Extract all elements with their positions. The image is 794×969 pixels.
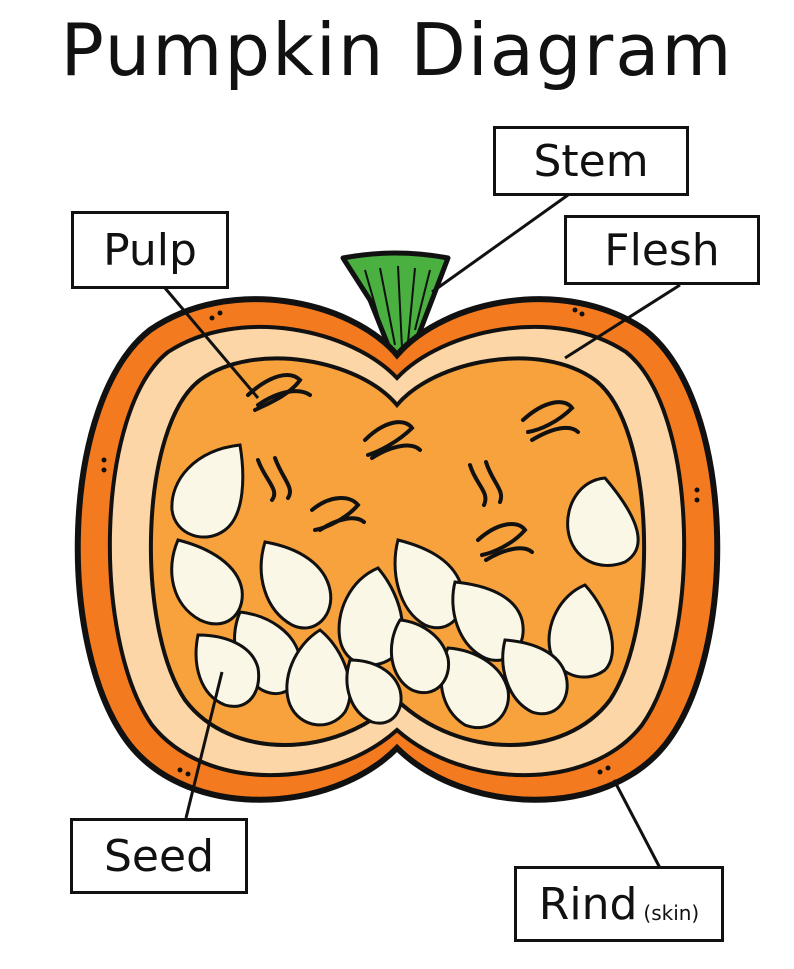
leader-lines xyxy=(163,193,681,869)
pulp-label: Pulp xyxy=(71,211,229,289)
stem-label-text: Stem xyxy=(533,135,649,187)
rind-label-text: Rind xyxy=(538,878,638,930)
flesh-label-text: Flesh xyxy=(604,224,720,276)
seeds xyxy=(170,443,640,730)
pulp-label-text: Pulp xyxy=(103,224,197,276)
rind-label: Rind (skin) xyxy=(514,866,724,942)
rind-leader xyxy=(612,779,662,869)
flesh-label: Flesh xyxy=(564,215,760,285)
stem-leader xyxy=(431,193,569,294)
pulp-leader xyxy=(163,287,260,399)
seed-label-text: Seed xyxy=(104,830,214,882)
stem-ridges xyxy=(364,265,431,349)
seed-leader xyxy=(184,671,224,819)
rind-label-note: (skin) xyxy=(643,901,700,925)
flesh-leader xyxy=(564,283,681,360)
stem-label: Stem xyxy=(493,126,689,196)
diagram-title: Pumpkin Diagram xyxy=(60,8,734,92)
pulp-strands xyxy=(246,373,580,562)
seed-label: Seed xyxy=(70,818,248,894)
rind-dots xyxy=(101,307,700,777)
